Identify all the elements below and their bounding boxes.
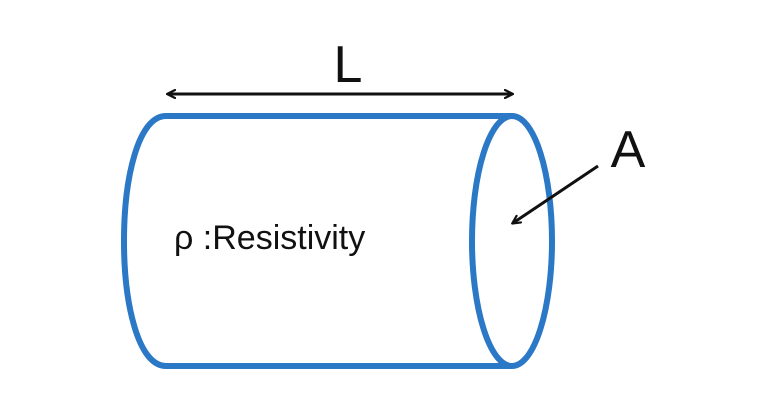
cylinder-body	[121, 113, 512, 369]
cylinder-end-face	[469, 113, 555, 369]
length-label: L	[334, 36, 363, 94]
resistivity-label: ρ :Resistivity	[174, 219, 365, 257]
area-label: A	[611, 121, 646, 179]
area-pointer-arrow-icon	[513, 164, 599, 223]
